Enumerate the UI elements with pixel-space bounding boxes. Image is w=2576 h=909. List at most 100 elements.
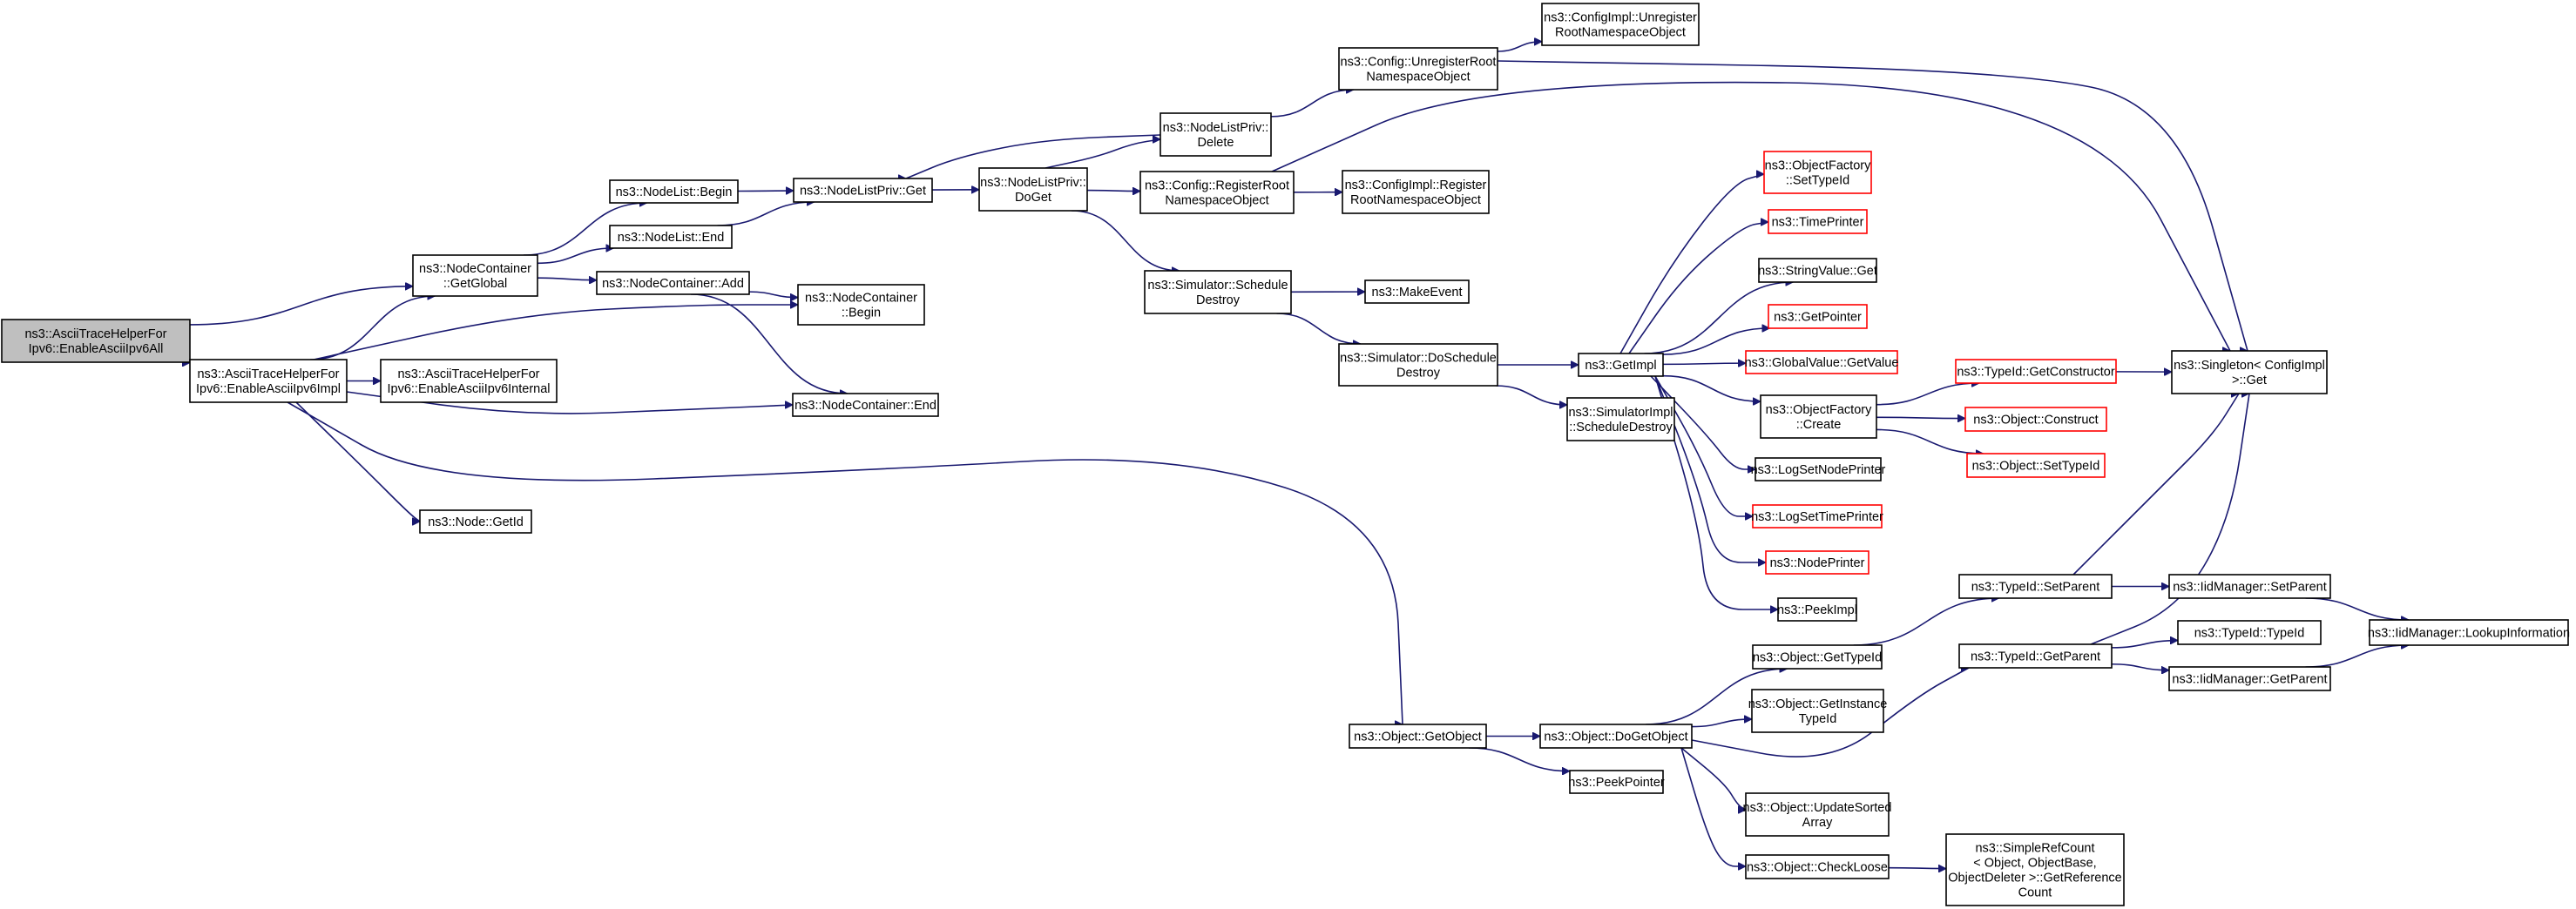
node-simplerefcount[interactable]: ns3::SimpleRefCount< Object, ObjectBase,… [1945,833,2125,906]
node-ofsettypeid[interactable]: ns3::ObjectFactory::SetTypeId [1763,151,1872,194]
edge-nlpdelete-cfgunreg [1270,90,1354,118]
node-label: ns3::NodeContainer [805,291,917,305]
node-iidsetparent[interactable]: ns3::IidManager::SetParent [2168,574,2331,599]
node-getimpl[interactable]: ns3::GetImpl [1578,353,1664,377]
node-box [1349,724,1487,749]
edge-typeidgetparent-singleton [2088,394,2249,645]
node-box [1144,270,1292,314]
node-stringvalue[interactable]: ns3::StringValue::Get [1758,258,1877,283]
node-lognodeprinter[interactable]: ns3::LogSetNodePrinter [1751,457,1886,481]
node-box [1966,453,2106,478]
edge-line [346,391,793,414]
node-nodeprinter[interactable]: ns3::NodePrinter [1765,550,1869,575]
node-typeidsetparent[interactable]: ns3::TypeId::SetParent [1958,574,2113,599]
node-box [380,359,558,403]
node-label: ns3::Singleton< ConfigImpl [2174,359,2325,373]
node-getglobal[interactable]: ns3::NodeContainer::GetGlobal [412,254,538,297]
node-label: ns3::Object::GetObject [1354,730,1482,744]
node-ncadd[interactable]: ns3::NodeContainer::Add [596,271,750,295]
node-objcheckloose[interactable]: ns3::Object::CheckLoose [1745,854,1890,879]
edge-iidgetparent-iidlookup [2305,645,2410,668]
node-objgettypeid[interactable]: ns3::Object::GetTypeId [1752,644,1883,670]
node-label: ns3::TypeId::SetParent [1971,580,2100,594]
node-iidlookup[interactable]: ns3::IidManager::LookupInformation [2368,619,2570,646]
node-label: RootNamespaceObject [1350,193,1481,207]
edge-getimpl-globalvalue [1662,363,1746,364]
edge-cfgreg-singleton [1271,81,2231,351]
node-nlend[interactable]: ns3::NodeList::End [609,225,733,249]
node-objconstruct[interactable]: ns3::Object::Construct [1964,407,2107,432]
edge-ncadd-ncend [691,293,848,394]
node-getconstructor[interactable]: ns3::TypeId::GetConstructor [1955,359,2117,384]
node-getpointer[interactable]: ns3::GetPointer [1768,304,1868,329]
node-label: ::Create [1796,418,1842,432]
edge-getglobal-nlbegin [524,203,647,256]
node-timeprinter[interactable]: ns3::TimePrinter [1768,209,1868,234]
node-layer: ns3::AsciiTraceHelperForIpv6::EnableAsci… [1,3,2570,906]
node-ofcreate[interactable]: ns3::ObjectFactory::Create [1760,394,1877,439]
edge-line [748,291,798,297]
node-label: ns3::Object::GetInstance [1748,697,1888,711]
node-typeidgetparent[interactable]: ns3::TypeId::GetParent [1958,643,2113,669]
node-label: Delete [1198,136,1234,150]
node-label: ns3::TypeId::TypeId [2194,626,2305,640]
node-label: ns3::GetPointer [1774,310,1862,324]
node-makeevent[interactable]: ns3::MakeEvent [1364,279,1470,304]
edge-line [717,202,815,226]
node-root[interactable]: ns3::AsciiTraceHelperForIpv6::EnableAsci… [1,319,191,363]
edge-line [1680,747,1746,811]
node-nlpdoget[interactable]: ns3::NodeListPriv::DoGet [978,167,1088,212]
node-nodegetid[interactable]: ns3::Node::GetId [419,509,532,534]
node-simimplsched[interactable]: ns3::SimulatorImpl::ScheduleDestroy [1566,397,1675,441]
edge-line [313,305,798,360]
node-nlpget[interactable]: ns3::NodeListPriv::Get [793,178,933,203]
node-ncbegin[interactable]: ns3::NodeContainer::Begin [797,284,925,326]
node-label: ns3::TimePrinter [1772,215,1864,229]
node-singleton[interactable]: ns3::Singleton< ConfigImpl >::Get [2171,350,2328,394]
node-nlbegin[interactable]: ns3::NodeList::Begin [609,179,739,204]
node-label: ns3::Object::Construct [1973,413,2098,427]
node-box [1755,457,1882,481]
node-label: Ipv6::EnableAsciiIpv6Internal [388,382,551,396]
node-peekimpl[interactable]: ns3::PeekImpl [1777,597,1857,622]
node-label: >::Get [2232,374,2267,387]
node-cfgimplunreg[interactable]: ns3::ConfigImpl::UnregisterRootNamespace… [1541,3,1700,46]
edge-line [1072,210,1180,271]
edge-line [537,278,597,280]
node-impl[interactable]: ns3::AsciiTraceHelperForIpv6::EnableAsci… [189,359,348,403]
edge-line [691,293,848,394]
node-getobject[interactable]: ns3::Object::GetObject [1349,724,1487,749]
node-label: ns3::IidManager::GetParent [2172,672,2327,686]
node-cfgunreg[interactable]: ns3::Config::UnregisterRootNamespaceObje… [1338,47,1498,91]
node-label: NamespaceObject [1366,70,1470,84]
edge-typeidsetparent-singleton [2072,394,2240,576]
node-peekpointer[interactable]: ns3::PeekPointer [1568,770,1665,794]
edge-getimpl-logtimeprinter [1654,375,1753,516]
edge-getglobal-nlend [537,248,613,265]
node-nlpdelete[interactable]: ns3::NodeListPriv::Delete [1160,112,1272,157]
node-label: ::GetGlobal [443,277,507,291]
node-objsettypeid[interactable]: ns3::Object::SetTypeId [1966,453,2106,478]
node-label: ns3::ObjectFactory [1766,403,1872,417]
node-box [419,509,532,534]
node-simsched[interactable]: ns3::Simulator::ScheduleDestroy [1144,270,1292,314]
edge-line [1654,375,1753,516]
node-cfgimplreg[interactable]: ns3::ConfigImpl::RegisterRootNamespaceOb… [1342,170,1490,214]
node-ncend[interactable]: ns3::NodeContainer::End [792,393,939,417]
node-typeidtypeid[interactable]: ns3::TypeId::TypeId [2177,620,2322,645]
node-dogetobject[interactable]: ns3::Object::DoGetObject [1539,724,1693,749]
node-internal[interactable]: ns3::AsciiTraceHelperForIpv6::EnableAsci… [380,359,558,403]
node-logtimeprinter[interactable]: ns3::LogSetTimePrinter [1751,504,1883,529]
node-iidgetparent[interactable]: ns3::IidManager::GetParent [2168,666,2331,691]
edge-line [1662,374,1761,401]
edge-line [1662,363,1746,364]
node-globalvalue[interactable]: ns3::GlobalValue::GetValue [1745,350,1899,374]
node-box [1958,643,2113,669]
edge-ncadd-ncbegin [748,291,798,297]
node-label: ns3::NodeContainer::Add [602,277,744,291]
